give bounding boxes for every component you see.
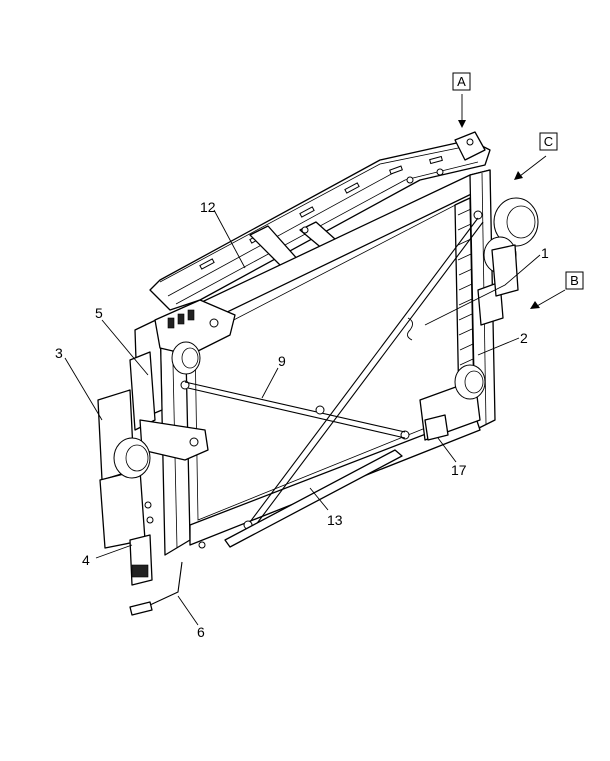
view-arrows xyxy=(458,94,566,309)
view-label-a: A xyxy=(452,72,471,91)
callout-5: 5 xyxy=(95,305,103,321)
lower-support-bar xyxy=(224,449,403,548)
rail-slots xyxy=(199,155,443,270)
callout-1: 1 xyxy=(541,245,549,261)
radiator-frame xyxy=(97,131,539,616)
view-label-c: C xyxy=(539,132,558,151)
callout-6: 6 xyxy=(197,624,205,640)
top-corner-bracket xyxy=(454,131,486,161)
view-label-b: B xyxy=(565,271,584,290)
callout-2: 2 xyxy=(520,330,528,346)
tie-rods xyxy=(184,217,484,527)
callout-13: 13 xyxy=(327,512,343,528)
sensor-wire xyxy=(149,561,183,606)
callout-3: 3 xyxy=(55,345,63,361)
top-left-bracket xyxy=(154,299,236,356)
callout-12: 12 xyxy=(200,199,216,215)
bracket-17 xyxy=(424,414,449,441)
callout-labels: 12 1 5 3 2 9 17 13 4 6 xyxy=(55,199,549,640)
callout-4: 4 xyxy=(82,552,90,568)
svg-text:B: B xyxy=(570,273,579,288)
right-hose-outlet xyxy=(491,244,519,297)
svg-text:A: A xyxy=(457,74,466,89)
svg-text:C: C xyxy=(544,134,553,149)
leader-lines xyxy=(64,209,541,626)
callout-17: 17 xyxy=(451,462,467,478)
callout-9: 9 xyxy=(278,353,286,369)
sensor-connector xyxy=(129,601,153,616)
